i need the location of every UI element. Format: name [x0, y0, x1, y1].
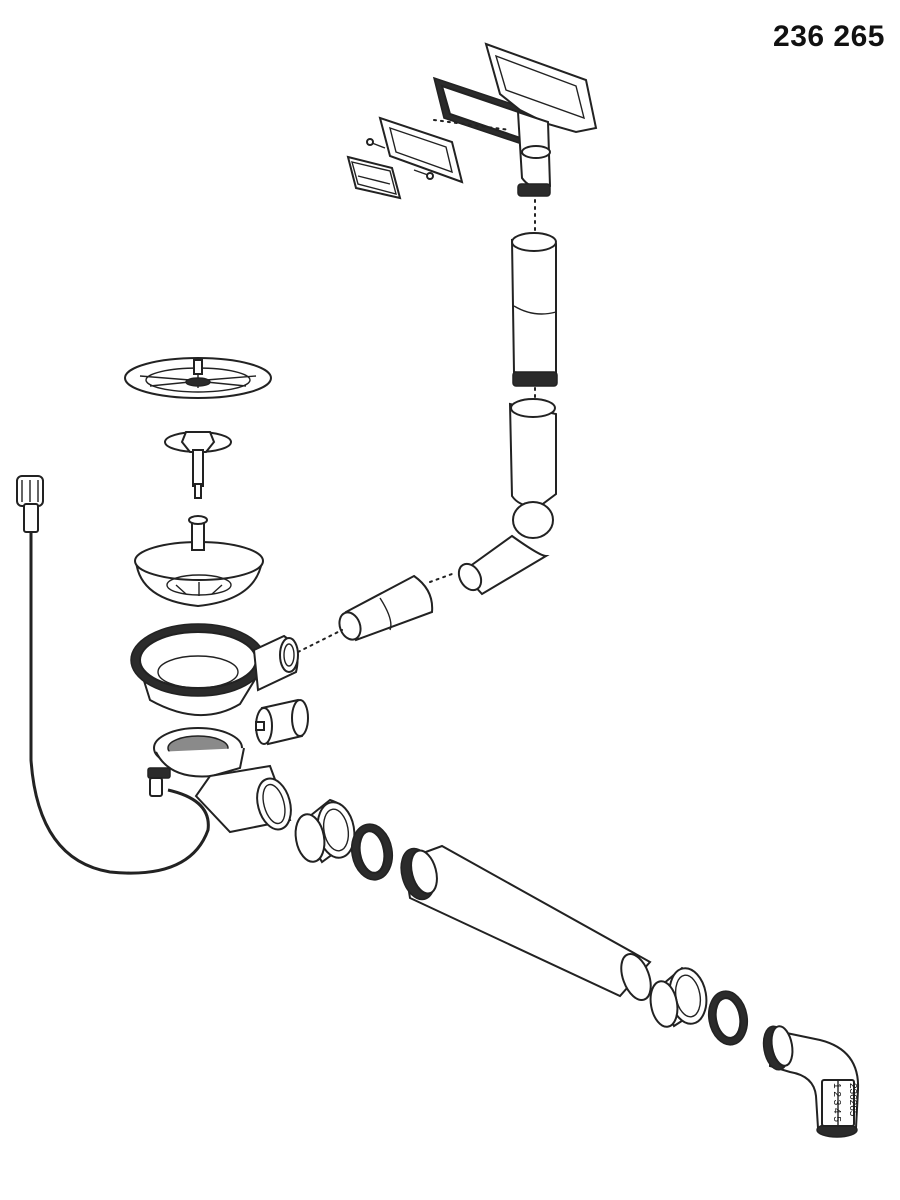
- popup-control-cable: [29, 532, 210, 875]
- overflow-inner-frame: [378, 116, 464, 184]
- union-nut-2: [649, 966, 708, 1028]
- overflow-screws: [366, 138, 434, 180]
- seal-ring-1: [350, 823, 394, 881]
- seal-ring-2: [707, 990, 749, 1046]
- elbow-label-code: 236265: [847, 1083, 858, 1117]
- stopper-plug: [164, 431, 232, 499]
- overflow-cover-plate: [346, 155, 402, 200]
- strainer-basket: [134, 515, 264, 608]
- straight-pipe: [400, 844, 652, 1001]
- overflow-hose-upper: [510, 232, 558, 387]
- connector-line-adapter-to-basket: [297, 629, 343, 653]
- basket-body: [130, 623, 299, 716]
- connector-line-overflow-to-hose: [433, 119, 511, 131]
- tapered-adapter: [338, 574, 434, 642]
- overflow-housing: [484, 42, 598, 197]
- popup-control-knob: [16, 475, 44, 533]
- check-valve: [255, 698, 309, 746]
- union-nut-1: [294, 798, 356, 864]
- connector-line-hose-to-adapter: [429, 573, 453, 583]
- overflow-hose-lower: [457, 398, 557, 596]
- strainer-disc: [124, 357, 272, 399]
- part-number-label: 236 265: [773, 20, 885, 53]
- elbow-label-digits: 1 2 3 4 5: [831, 1083, 842, 1122]
- elbow-outlet: 236265 1 2 3 4 5: [762, 1025, 860, 1138]
- basket-outlet-housing: [147, 727, 292, 834]
